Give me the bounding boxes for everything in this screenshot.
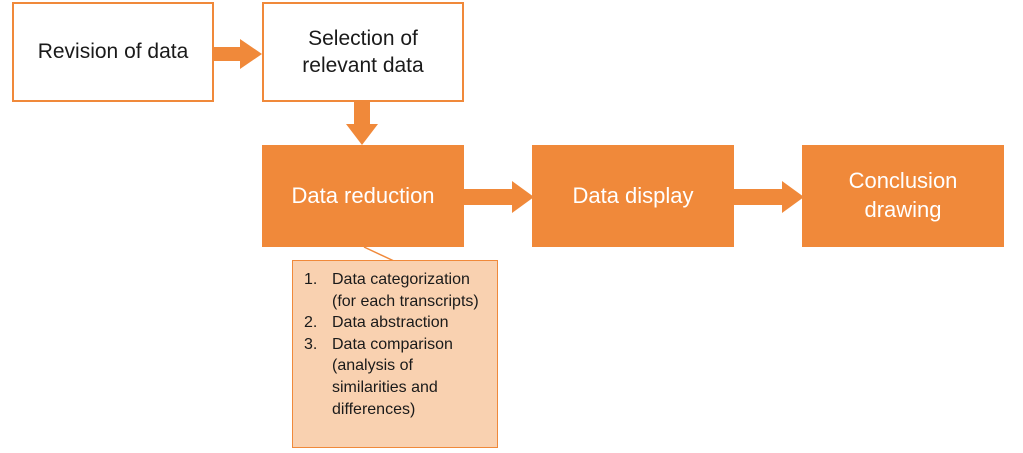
arrow-selection-to-reduction <box>346 102 378 145</box>
data-reduction-box: Data reduction <box>262 145 464 247</box>
conclusion-drawing-box: Conclusion drawing <box>802 145 1004 247</box>
step-item: 3. Data comparison (analysis of similari… <box>301 334 489 420</box>
data-reduction-label: Data reduction <box>291 182 435 208</box>
revision-of-data-label: Revision of data <box>37 40 189 64</box>
step-number: 3. <box>304 335 318 353</box>
conclusion-drawing-label: Conclusion drawing <box>848 168 958 222</box>
step-item: 2. Data abstraction <box>301 312 489 334</box>
selection-of-relevant-data-label: Selection of relevant data <box>302 26 424 77</box>
data-reduction-steps-list: 1. Data categorization (for each transcr… <box>301 269 489 420</box>
step-text: Data comparison (analysis of similaritie… <box>332 335 453 418</box>
data-display-box: Data display <box>532 145 734 247</box>
step-number: 2. <box>304 314 318 332</box>
step-text: Data categorization (for each transcript… <box>332 271 479 310</box>
arrow-display-to-conclusion <box>734 181 804 213</box>
step-number: 1. <box>304 271 318 288</box>
callout-line <box>363 246 395 262</box>
step-item: 1. Data categorization (for each transcr… <box>301 269 489 312</box>
data-display-label: Data display <box>572 182 694 208</box>
selection-of-relevant-data-box: Selection of relevant data <box>262 2 464 102</box>
data-reduction-steps-note: 1. Data categorization (for each transcr… <box>292 260 498 448</box>
arrow-reduction-to-display <box>464 181 534 213</box>
step-text: Data abstraction <box>332 314 449 332</box>
revision-of-data-box: Revision of data <box>12 2 214 102</box>
arrow-revision-to-selection <box>214 39 262 69</box>
